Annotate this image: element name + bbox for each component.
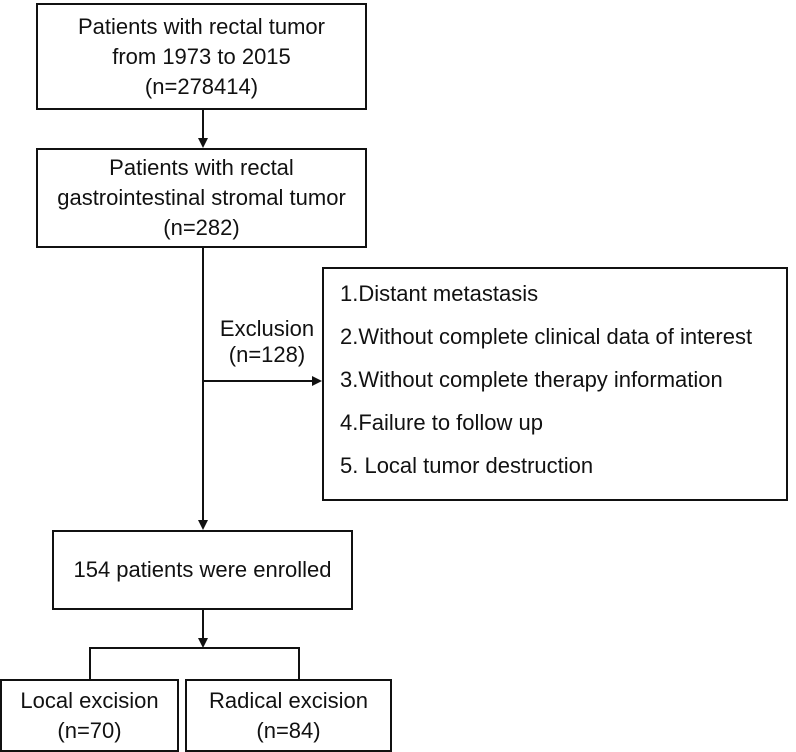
gist-population-box: Patients with rectal gastrointestinal st… [36, 148, 367, 248]
radical-excision-label: Radical excision [209, 687, 368, 713]
radical-excision-count: (n=84) [256, 717, 321, 743]
initial-count: (n=278414) [144, 73, 259, 99]
exclusion-criterion: 2.Without complete clinical data of inte… [340, 324, 753, 349]
exclusion-criterion: 3.Without complete therapy information [340, 367, 723, 392]
gist-line-1: Patients with rectal [109, 155, 294, 180]
split-bracket [89, 647, 300, 679]
gist-line-2: gastrointestinal stromal tumor [57, 185, 346, 210]
exclusion-label: Exclusion (n=128) [212, 316, 322, 368]
initial-line-1: Patients with rectal tumor [78, 13, 325, 39]
local-excision-box: Local excision (n=70) [0, 679, 179, 752]
exclusion-title: Exclusion [219, 316, 315, 341]
exclusion-criteria-box: 1.Distant metastasis 2.Without complete … [322, 267, 788, 501]
local-excision-count: (n=70) [57, 717, 122, 743]
exclusion-criterion: 5. Local tumor destruction [340, 453, 594, 478]
gist-count: (n=282) [163, 215, 240, 240]
exclusion-criterion: 4.Failure to follow up [340, 410, 543, 435]
exclusion-count: (n=128) [228, 342, 306, 367]
enrolled-text: 154 patients were enrolled [73, 557, 332, 582]
enrolled-box: 154 patients were enrolled [52, 530, 353, 610]
exclusion-criterion: 1.Distant metastasis [340, 281, 539, 306]
local-excision-label: Local excision [20, 687, 159, 713]
radical-excision-box: Radical excision (n=84) [185, 679, 392, 752]
initial-line-2: from 1973 to 2015 [112, 43, 291, 69]
initial-population-box: Patients with rectal tumor from 1973 to … [36, 3, 367, 110]
